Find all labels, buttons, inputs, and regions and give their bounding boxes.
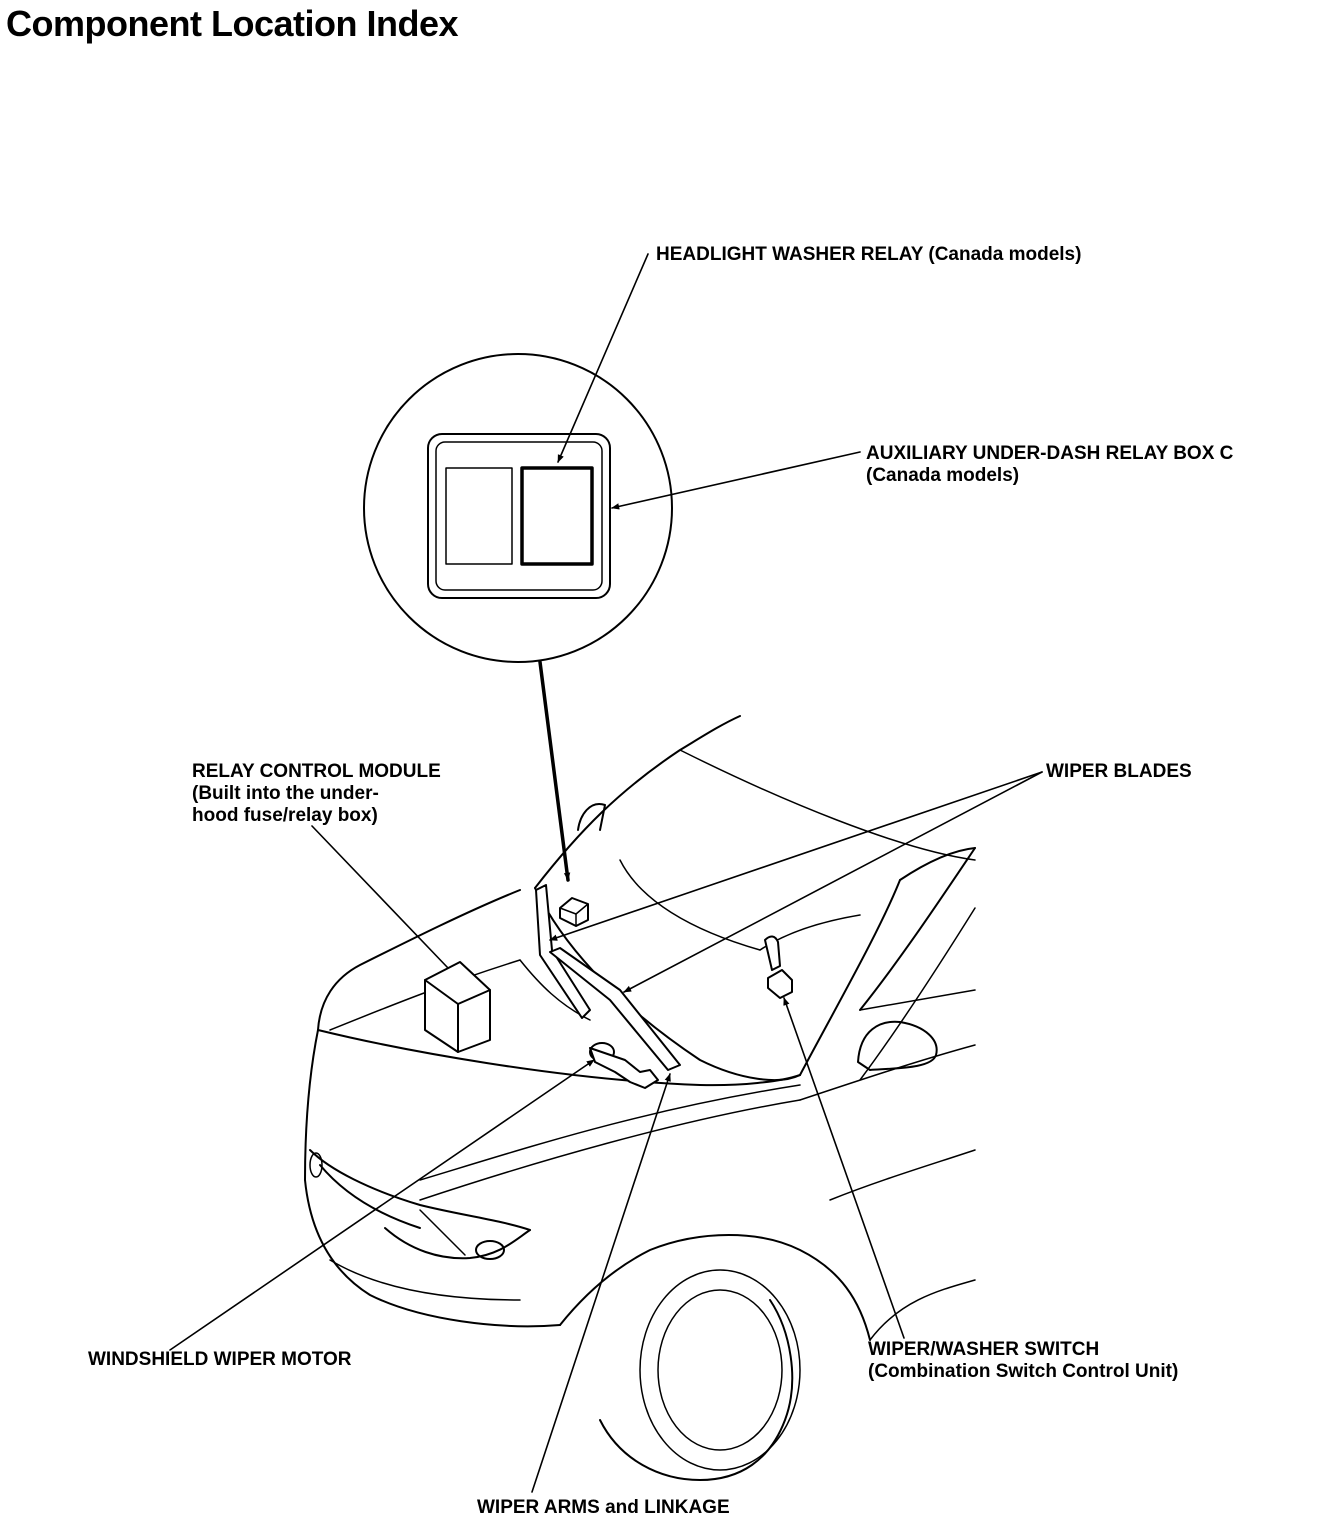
leader-wiper-motor [169, 1059, 595, 1351]
relay-box-inner [435, 441, 603, 591]
wiper-motor-shape [589, 1042, 659, 1089]
detail-circle [363, 353, 673, 663]
label-windshield-wiper-motor: WINDSHIELD WIPER MOTOR [88, 1349, 352, 1370]
leader-lines [169, 253, 1043, 1493]
leader-aux-relay-box [611, 451, 861, 510]
label-wiper-arms-linkage: WIPER ARMS and LINKAGE [477, 1497, 730, 1518]
label-relay-control-module: RELAY CONTROL MODULE (Built into the und… [192, 761, 441, 827]
components [424, 884, 793, 1089]
leader-wiper-blade-1 [549, 771, 1043, 941]
label-relay-control-module-line-3: hood fuse/relay box) [192, 805, 378, 826]
label-wiper-washer-switch-line-2: (Combination Switch Control Unit) [868, 1361, 1179, 1382]
detail-callout [363, 353, 673, 882]
wiper-blades-shape [535, 884, 681, 1071]
headlight-washer-relay-shape [520, 466, 594, 566]
label-aux-relay-box-line-2: (Canada models) [866, 465, 1020, 486]
leader-wiper-arms [531, 1073, 671, 1493]
leader-wiper-washer-switch [783, 997, 905, 1339]
relay-slot-left [445, 467, 513, 565]
detail-connector-line [538, 660, 571, 882]
relay-cube [559, 897, 589, 927]
leader-headlight-washer-relay [557, 253, 649, 463]
label-wiper-washer-switch-line-1: WIPER/WASHER SWITCH [868, 1339, 1100, 1360]
label-relay-control-module-line-2: (Built into the under- [192, 783, 379, 804]
relay-control-module-box [424, 961, 491, 1053]
label-wiper-blades: WIPER BLADES [1046, 761, 1192, 782]
label-headlight-washer-relay: HEADLIGHT WASHER RELAY (Canada models) [656, 244, 1082, 265]
label-wiper-washer-switch: WIPER/WASHER SWITCH (Combination Switch … [868, 1339, 1178, 1383]
label-relay-control-module-line-1: RELAY CONTROL MODULE [192, 761, 441, 782]
page-title: Component Location Index [6, 3, 459, 44]
label-aux-relay-box-line-1: AUXILIARY UNDER-DASH RELAY BOX C [866, 443, 1234, 464]
car-outline [304, 715, 976, 1481]
leader-relay-control-module [311, 825, 449, 969]
leader-wiper-blade-2 [623, 771, 1043, 993]
label-aux-relay-box: AUXILIARY UNDER-DASH RELAY BOX C (Canada… [866, 443, 1233, 487]
relay-box-outer [427, 433, 611, 599]
wiper-washer-switch-shape [764, 935, 793, 999]
